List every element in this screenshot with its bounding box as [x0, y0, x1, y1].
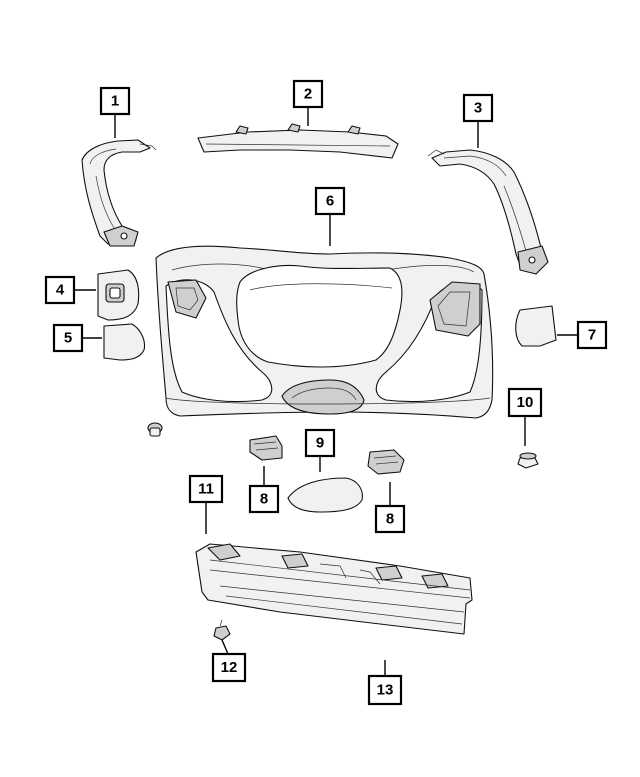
callout-3-label: 3	[474, 100, 482, 117]
callout-13: 13	[367, 674, 403, 706]
part-4-left-trim-cover	[97, 269, 140, 321]
callout-11-label: 11	[198, 481, 214, 498]
callout-3: 3	[462, 93, 494, 123]
callout-4: 4	[44, 275, 76, 305]
callout-4-label: 4	[56, 282, 65, 299]
callout-5-label: 5	[64, 330, 72, 347]
part-1-left-pillar-trim	[81, 139, 157, 247]
callout-9-label: 9	[316, 435, 324, 452]
callout-9: 9	[304, 428, 336, 458]
part-3-right-pillar-trim	[427, 149, 549, 275]
callout-6-label: 6	[326, 193, 334, 210]
part-7-right-blank-cover	[515, 305, 557, 347]
part-9-handle-cover	[287, 477, 363, 513]
callout-1-label: 1	[111, 93, 119, 110]
push-pin-left	[147, 422, 163, 437]
callout-12: 12	[211, 652, 247, 683]
part-8-left-bracket	[249, 435, 283, 461]
part-12-clip	[213, 619, 231, 641]
callout-13-label: 13	[377, 682, 394, 699]
callout-7: 7	[576, 320, 608, 350]
callout-2: 2	[292, 79, 324, 109]
part-6-liftgate-trim-panel	[155, 245, 494, 419]
callout-12-label: 12	[221, 659, 238, 676]
callout-10: 10	[507, 387, 543, 418]
leader-12	[221, 639, 229, 655]
callout-8b-label: 8	[386, 511, 394, 528]
callout-5: 5	[52, 323, 84, 353]
callout-7-label: 7	[588, 327, 596, 344]
callout-11: 11	[188, 474, 224, 504]
callout-8b: 8	[374, 504, 406, 534]
callout-8a: 8	[248, 484, 280, 514]
callout-1: 1	[99, 86, 131, 116]
part-5-left-blank-cover	[103, 323, 146, 361]
callout-2-label: 2	[304, 86, 312, 103]
callout-10-label: 10	[517, 394, 534, 411]
part-8-right-bracket	[367, 449, 405, 475]
part-10-push-pin	[517, 452, 539, 469]
part-2-header-trim	[197, 123, 399, 159]
callout-6: 6	[314, 186, 346, 216]
leader-lines	[74, 107, 578, 676]
part-11-scuff-plate	[195, 543, 473, 635]
callout-8a-label: 8	[260, 491, 268, 508]
